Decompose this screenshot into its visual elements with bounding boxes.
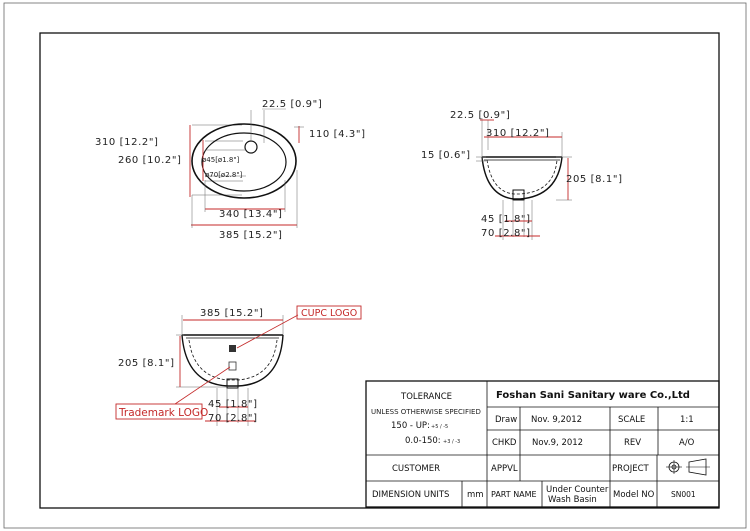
trademark-logo-label: Trademark LOGO <box>118 407 208 419</box>
side-dim-rim-offset: 22.5 [0.9"] <box>450 110 510 121</box>
top-dim-hole-depth: 110 [4.3"] <box>309 129 366 140</box>
cupc-logo-label: CUPC LOGO <box>301 308 357 319</box>
top-dim-outer-width: 385 [15.2"] <box>219 230 283 241</box>
top-dim-drain-small: ø45[ø1.8"] <box>202 156 240 164</box>
top-dim-hole-offset: 22.5 [0.9"] <box>262 99 322 110</box>
unless-specified: UNLESS OTHERWISE SPECIFIED <box>371 408 481 416</box>
tolerance-title: TOLERANCE <box>400 392 452 402</box>
chkd-date: Nov.9, 2012 <box>532 438 583 448</box>
cupc-callout-box <box>296 305 362 320</box>
side-dim-rim-thickness: 15 [0.6"] <box>421 150 471 161</box>
part-name-value-2: Wash Basin <box>548 495 597 505</box>
model-no-value: SN001 <box>671 490 696 499</box>
front-drain <box>226 378 239 389</box>
tol-150-up-label: 150 - UP: <box>391 421 430 431</box>
side-dim-depth: 205 [8.1"] <box>566 174 623 185</box>
dim-units-label: DIMENSION UNITS <box>372 490 449 500</box>
chkd-label: CHKD <box>492 438 517 448</box>
trademark-leader <box>174 366 231 405</box>
rev-value: A/O <box>679 438 695 448</box>
customer-label: CUSTOMER <box>392 464 440 474</box>
side-dim-width: 310 [12.2"] <box>486 128 550 139</box>
overflow-hole <box>244 140 258 154</box>
top-dim-inner-width: 340 [13.4"] <box>219 209 283 220</box>
trademark-logo-mark <box>228 361 237 371</box>
part-name-label: PART NAME <box>491 490 537 499</box>
front-bowl-inner <box>188 339 278 381</box>
cupc-leader <box>236 314 299 349</box>
company-name: Foshan Sani Sanitary ware Co.,Ltd <box>496 390 690 401</box>
dim-units-value: mm <box>467 490 484 500</box>
draw-label: Draw <box>495 415 517 425</box>
tol-0-150-label: 0.0-150: <box>405 436 441 446</box>
front-bowl-outer <box>181 334 284 387</box>
appvl-label: APPVL <box>491 464 518 474</box>
top-dim-outer-height: 310 [12.2"] <box>95 137 159 148</box>
front-view: 385 [15.2"] 205 [8.1"] 45 [1.8"] 70 [2.8… <box>115 305 362 426</box>
rev-label: REV <box>624 438 641 448</box>
draw-date: Nov. 9,2012 <box>531 415 582 425</box>
scale-value: 1:1 <box>680 415 694 425</box>
front-dim-drain-large: 70 [2.8"] <box>208 413 258 424</box>
top-inner-bowl <box>201 132 287 192</box>
front-dim-depth: 205 [8.1"] <box>118 358 175 369</box>
top-dim-drain-large: ø70[ø2.8"] <box>205 171 243 179</box>
drawing-frame <box>39 32 720 509</box>
front-dim-drain-small: 45 [1.8"] <box>208 399 258 410</box>
cupc-logo-mark <box>229 345 236 352</box>
side-drain <box>512 189 525 201</box>
side-dim-drain-large: 70 [2.8"] <box>481 228 531 239</box>
projection-symbol-icon <box>666 458 710 476</box>
side-dim-drain-small: 45 [1.8"] <box>481 214 531 225</box>
top-dim-inner-height: 260 [10.2"] <box>118 155 182 166</box>
front-dim-width: 385 [15.2"] <box>200 308 264 319</box>
top-outer-rim <box>191 123 297 199</box>
side-bowl-inner <box>486 159 558 195</box>
part-name-value-1: Under Counter <box>546 485 609 495</box>
top-view: 22.5 [0.9"] 310 [12.2"] 260 [10.2"] 110 … <box>95 99 366 241</box>
scale-label: SCALE <box>618 415 645 425</box>
outer-border <box>3 2 747 529</box>
trademark-callout-box <box>115 403 203 420</box>
tol-150-up-value: +5 / -5 <box>431 424 448 430</box>
model-no-label: Model NO <box>613 490 655 500</box>
side-view: 22.5 [0.9"] 310 [12.2"] 15 [0.6"] 205 [8… <box>421 110 623 240</box>
title-block: TOLERANCE UNLESS OTHERWISE SPECIFIED 150… <box>365 380 720 508</box>
tol-0-150-value: +3 / -3 <box>443 439 460 445</box>
project-label: PROJECT <box>612 464 650 474</box>
side-bowl-outer <box>481 156 563 200</box>
